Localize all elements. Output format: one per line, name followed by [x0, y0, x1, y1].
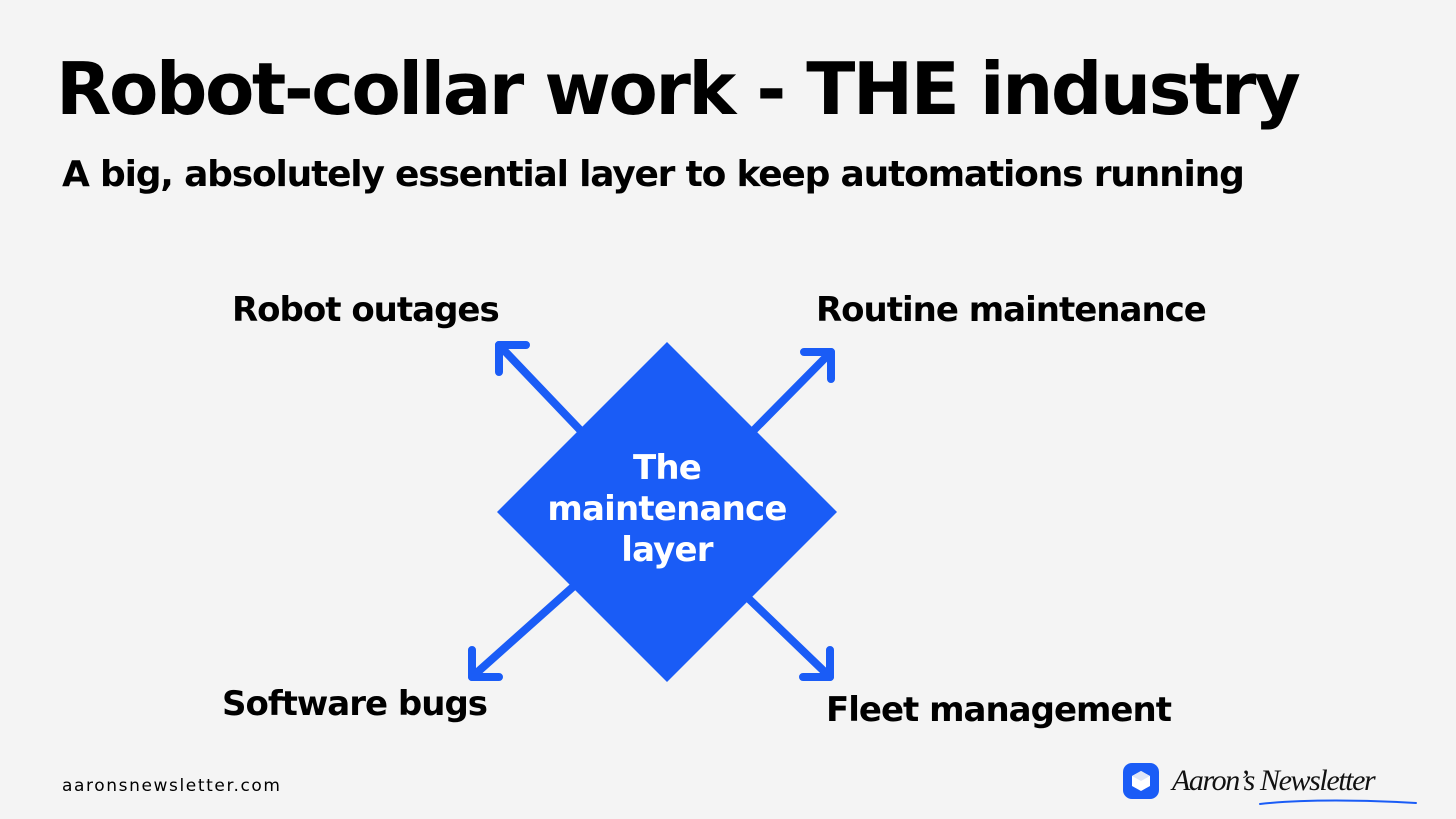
arrow-bottom-right	[744, 594, 834, 681]
arrow-top-right	[748, 348, 835, 436]
footer-url: aaronsnewsletter.com	[62, 776, 282, 796]
slide-subtitle: A big, absolutely essential layer to kee…	[62, 154, 1245, 195]
brand-name: Aaron’s Newsletter	[1172, 764, 1376, 797]
label-robot-outages: Robot outages	[232, 290, 500, 330]
brand-underline	[1259, 799, 1417, 805]
center-diamond	[497, 342, 837, 682]
brand-mark: Aaron’s Newsletter	[1120, 758, 1420, 808]
center-label-line-1: The	[632, 448, 702, 488]
label-fleet-management: Fleet management	[826, 690, 1172, 730]
center-label: The maintenance layer	[497, 448, 837, 571]
arrow-top-left	[495, 341, 586, 436]
slide-title: Robot-collar work - THE industry	[56, 47, 1301, 131]
label-routine-maintenance: Routine maintenance	[816, 290, 1207, 330]
center-label-line-2: maintenance	[547, 489, 787, 529]
newsletter-logo-icon	[1123, 763, 1159, 799]
center-label-line-3: layer	[621, 530, 713, 570]
arrow-bottom-left	[468, 582, 578, 681]
label-software-bugs: Software bugs	[222, 684, 488, 724]
